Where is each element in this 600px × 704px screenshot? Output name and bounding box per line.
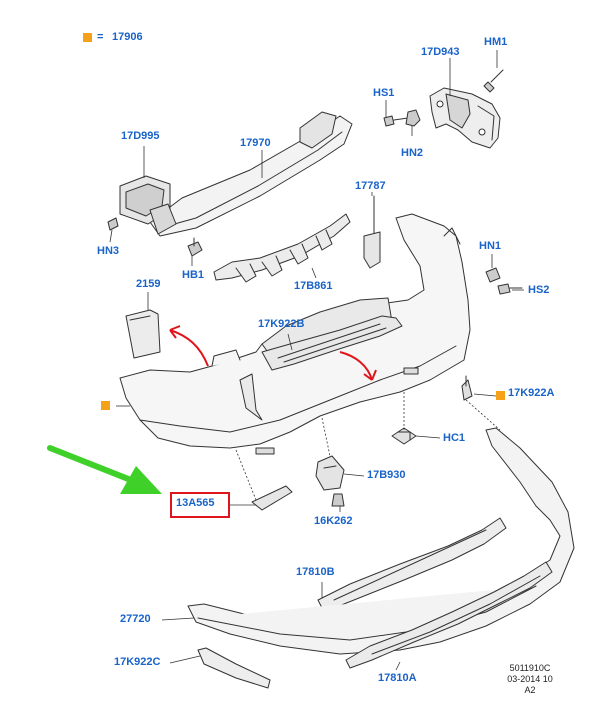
label-17d943[interactable]: 17D943 — [421, 46, 460, 58]
label-2159[interactable]: 2159 — [136, 278, 161, 290]
part-17970-beam — [149, 111, 353, 237]
label-hb1[interactable]: HB1 — [182, 269, 205, 281]
part-17787-bracket — [363, 195, 381, 269]
legend-equals: = — [97, 31, 104, 43]
label-17d995[interactable]: 17D995 — [121, 130, 160, 142]
legend-marker-bumper — [101, 401, 110, 410]
part-17d943-bracket — [429, 87, 501, 149]
red-arrow-2159 — [169, 325, 209, 367]
leader-lines — [109, 50, 524, 671]
reference-line-2: 03-2014 10 — [507, 674, 553, 684]
label-17b861[interactable]: 17B861 — [294, 280, 333, 292]
legend-marker — [83, 33, 92, 42]
label-17810b[interactable]: 17810B — [296, 566, 335, 578]
reference-line-3: A2 — [524, 685, 536, 695]
part-hb1-bolt — [187, 237, 203, 257]
part-17k922b-step-pad — [261, 315, 403, 371]
part-17810b-bracket — [317, 517, 507, 613]
label-17k922b[interactable]: 17K922B — [258, 318, 305, 330]
legend-marker-17k922a — [496, 391, 505, 400]
label-17810a[interactable]: 17810A — [378, 672, 417, 684]
label-hm1[interactable]: HM1 — [484, 36, 508, 48]
part-17b861-rail — [213, 213, 351, 283]
label-hn3[interactable]: HN3 — [97, 245, 120, 257]
label-hs2[interactable]: HS2 — [528, 284, 550, 296]
part-17810a-bracket — [345, 561, 553, 669]
part-17b930-bracket — [315, 455, 345, 491]
label-17b930[interactable]: 17B930 — [367, 469, 406, 481]
part-hs2-screw — [497, 283, 523, 295]
green-pointer-arrow — [47, 445, 162, 494]
part-13a565-reflector — [251, 485, 293, 511]
part-17d995-bracket — [119, 175, 177, 235]
reference-line-1: 5011910C — [509, 663, 551, 673]
part-hm1-bolt — [483, 69, 504, 93]
part-17k922c-strip — [197, 647, 271, 689]
part-hn1-fastener — [485, 267, 501, 283]
label-17k922c[interactable]: 17K922C — [114, 656, 161, 668]
legend-code: 17906 — [112, 31, 143, 43]
label-17970[interactable]: 17970 — [240, 137, 271, 149]
part-27720-valance — [187, 427, 575, 655]
label-hn2[interactable]: HN2 — [401, 147, 424, 159]
part-hs1-screw — [383, 115, 409, 127]
red-arrow-17k922b — [339, 351, 377, 381]
label-hc1[interactable]: HC1 — [443, 432, 466, 444]
label-13a565[interactable]: 13A565 — [176, 497, 215, 509]
part-hc1-clip — [391, 427, 417, 445]
label-27720[interactable]: 27720 — [120, 613, 151, 625]
highlight-box-13a565 — [170, 492, 230, 518]
part-17k922a-clip — [461, 375, 473, 401]
part-hn2-nut — [405, 109, 421, 127]
label-17k922a[interactable]: 17K922A — [508, 387, 555, 399]
label-hn1[interactable]: HN1 — [479, 240, 502, 252]
part-hn3-fastener — [107, 217, 119, 231]
reference-block: 5011910C 03-2014 10 A2 — [500, 663, 560, 696]
part-2159-pad — [125, 309, 161, 359]
label-hs1[interactable]: HS1 — [373, 87, 395, 99]
part-16k262-stud — [331, 493, 345, 507]
label-17787[interactable]: 17787 — [355, 180, 386, 192]
label-16k262[interactable]: 16K262 — [314, 515, 353, 527]
